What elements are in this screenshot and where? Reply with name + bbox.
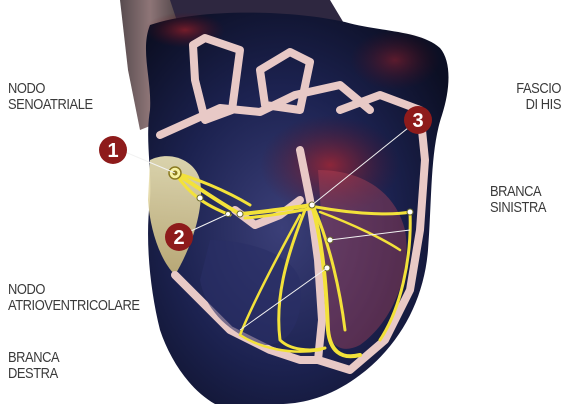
marker-3: 3 — [404, 106, 432, 134]
label-nodo-senoatriale: NODO SENOATRIALE — [8, 81, 93, 113]
label-branca-destra: BRANCA DESTRA — [8, 350, 59, 382]
label-branca-sinistra: BRANCA SINISTRA — [490, 184, 546, 216]
marker-1: 1 — [99, 136, 127, 164]
label-fascio-di-his: FASCIO DI HIS — [492, 81, 561, 113]
svg-text:1: 1 — [107, 140, 118, 162]
svg-text:2: 2 — [173, 227, 184, 249]
marker-2: 2 — [165, 223, 193, 251]
svg-text:3: 3 — [412, 110, 423, 132]
label-nodo-atrioventricolare: NODO ATRIOVENTRICOLARE — [8, 282, 140, 314]
